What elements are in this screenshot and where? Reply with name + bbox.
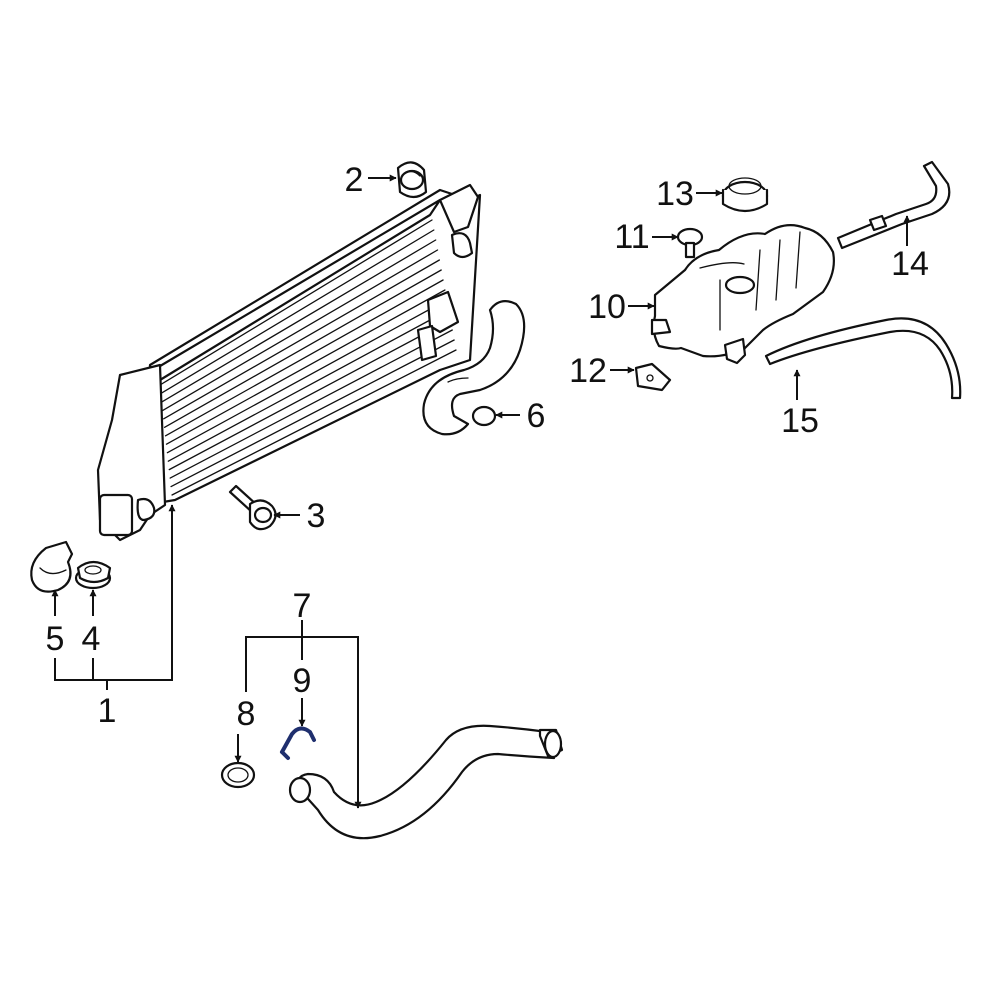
radiator-fin-line	[164, 279, 444, 437]
callout-6: 6	[527, 397, 546, 435]
radiator-fin-line	[166, 299, 448, 454]
radiator-fin-line	[163, 269, 442, 428]
callout-2: 2	[345, 161, 364, 199]
mounting-bolt	[228, 484, 277, 531]
callout-14: 14	[891, 245, 929, 283]
callout-13: 13	[656, 175, 694, 213]
upper-mount-bushing	[396, 161, 428, 199]
vent-hose	[836, 160, 951, 250]
callout-4: 4	[82, 620, 101, 658]
radiator-fin-line	[165, 289, 446, 445]
radiator-fin-line	[162, 249, 439, 412]
reservoir-cap	[721, 177, 769, 213]
callout-labels: 1 2 3 4 5 6 7 8 9 10 11 12 13 14 15	[46, 161, 929, 733]
callout-11: 11	[614, 218, 649, 256]
callout-8: 8	[237, 695, 256, 733]
callout-1: 1	[98, 692, 117, 730]
upper-radiator-hose	[422, 299, 526, 436]
leader-lines	[51, 174, 911, 809]
callout-5: 5	[46, 620, 65, 658]
lower-insulator	[30, 540, 74, 593]
callout-3: 3	[307, 497, 326, 535]
radiator-fin-line	[161, 239, 437, 403]
callout-9: 9	[293, 662, 312, 700]
radiator-fin-line	[169, 329, 453, 479]
radiator-fin-line	[159, 219, 433, 386]
lower-grommet	[74, 560, 112, 590]
reservoir-bolt	[676, 227, 704, 259]
radiator-fin-line	[160, 229, 435, 395]
callout-7: 7	[293, 587, 312, 625]
radiator-fin-line	[163, 259, 441, 420]
radiator-fin-line	[168, 319, 452, 471]
hose-retainer-clip	[280, 726, 316, 760]
callout-12: 12	[569, 352, 607, 390]
hose-o-ring	[220, 761, 256, 789]
reservoir-bracket	[634, 362, 672, 392]
callout-10: 10	[588, 288, 626, 326]
coolant-reservoir	[650, 223, 835, 365]
radiator	[96, 183, 482, 542]
radiator-fin-line	[167, 309, 450, 462]
lower-radiator-hose	[288, 724, 564, 840]
radiator-fin-line	[171, 349, 457, 496]
radiator-fin-line	[170, 339, 455, 488]
callout-15: 15	[781, 402, 819, 440]
overflow-hose	[764, 317, 962, 400]
